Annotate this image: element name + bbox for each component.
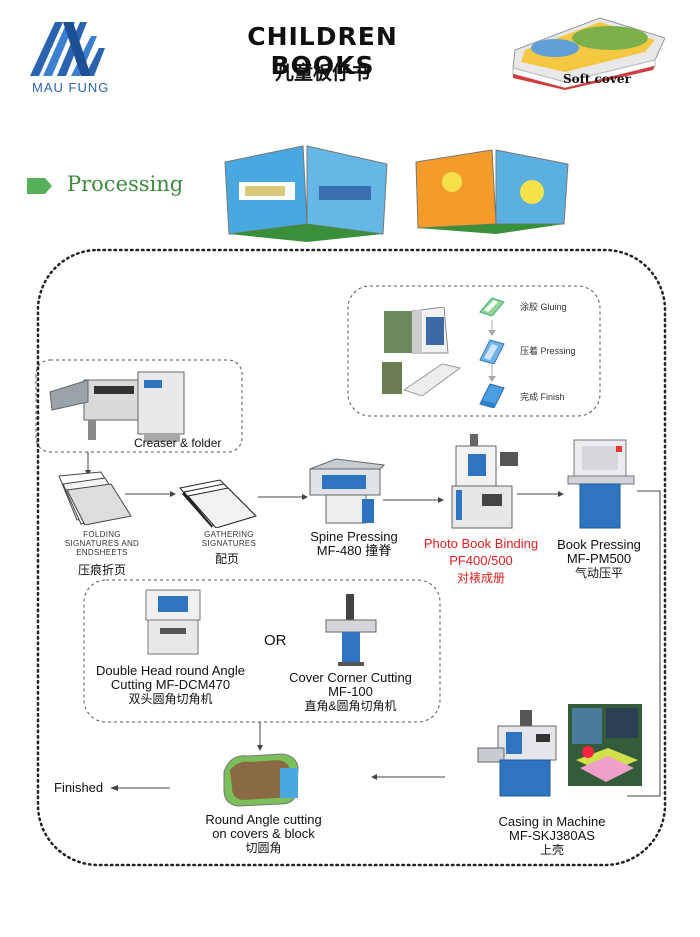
binding-model: PF400/500	[449, 553, 513, 568]
step-finish-icon	[478, 382, 506, 408]
cover-corner-model: MF-100	[328, 684, 373, 699]
page-title: CHILDREN BOOKS	[247, 22, 398, 80]
step-finish-label: 完成 Finish	[520, 392, 565, 402]
arrow-tag-icon	[27, 178, 52, 194]
creaser-folder-label: Creaser & folder	[134, 436, 222, 450]
spine-pressing-label: Spine Pressing MF-480 撞脊	[300, 530, 408, 558]
double-head-cutting-machine	[140, 588, 206, 656]
step-pressing-label: 压着 Pressing	[520, 346, 576, 356]
round-angle-name: Round Angle cutting	[205, 812, 322, 827]
book-pressing-label: Book Pressing MF-PM500 气动压平	[545, 537, 653, 581]
book-pressing-name: Book Pressing	[557, 537, 641, 552]
step-gluing-label: 涂胶 Gluing	[520, 302, 567, 312]
gathering-cn: 配页	[215, 552, 240, 566]
binding-name: Photo Book Binding	[423, 536, 539, 551]
soft-cover-label: Soft cover	[563, 72, 631, 86]
binding-photo-board	[382, 360, 462, 396]
binding-steps: 涂胶 Gluing 压着 Pressing 完成 Finish	[478, 292, 598, 412]
book-pressing-machine	[566, 438, 636, 530]
cover-corner-cutting-machine	[318, 592, 384, 666]
rounded-book-photo	[220, 750, 302, 808]
gathering-signatures-illustration	[178, 478, 260, 528]
round-angle-cn: 切圆角	[245, 841, 282, 855]
casing-name: Casing in Machine	[498, 814, 606, 829]
casing-cn: 上壳	[539, 843, 564, 857]
double-head-cn: 双头圆角切角机	[128, 692, 213, 706]
page-subtitle-cn: 儿童板仔书	[274, 63, 370, 84]
cover-corner-label: Cover Corner Cutting MF-100 直角&圆角切角机	[283, 670, 418, 714]
book-pressing-model: MF-PM500	[566, 551, 632, 566]
step-pressing-icon	[478, 338, 506, 364]
spine-pressing-model: MF-480	[316, 543, 362, 558]
double-head-model: Cutting MF-DCM470	[110, 677, 231, 692]
gathering-caption: GATHERING SIGNATURES	[201, 530, 257, 548]
cover-corner-cn: 直角&圆角切角机	[304, 699, 397, 713]
book-pressing-cn: 气动压平	[574, 566, 623, 580]
board-book-photo-1	[215, 142, 395, 242]
round-angle-label: Round Angle cutting on covers & block 切圆…	[196, 812, 331, 856]
spine-pressing-machine	[306, 455, 388, 527]
double-head-label: Double Head round Angle Cutting MF-DCM47…	[88, 663, 253, 707]
folding-cn: 压痕折页	[78, 563, 127, 577]
round-angle-line2: on covers & block	[212, 826, 315, 841]
folding-signatures-illustration	[55, 470, 135, 525]
photo-book-binding-machine	[442, 432, 528, 532]
casing-in-machine	[476, 706, 568, 798]
cover-corner-name: Cover Corner Cutting	[289, 670, 412, 685]
brand-logo: MAU FUNG	[25, 14, 115, 96]
binding-photo-album	[382, 307, 462, 357]
folding-caption: FOLDING SIGNATURES AND ENDSHEETS	[64, 530, 140, 557]
binding-cn: 对裱成册	[456, 571, 505, 585]
double-head-name: Double Head round Angle	[96, 663, 245, 678]
mau-fung-logo-icon	[30, 22, 105, 76]
section-title: Processing	[67, 172, 184, 196]
brand-name: MAU FUNG	[32, 80, 110, 95]
finished-label: Finished	[54, 780, 104, 795]
casing-label: Casing in Machine MF-SKJ380AS 上壳	[482, 814, 622, 858]
soft-cover-photo: Soft cover	[505, 10, 665, 90]
or-label: OR	[264, 632, 287, 649]
photo-book-binding-label: Photo Book Binding PF400/500 对裱成册	[418, 536, 544, 586]
spine-pressing-cn: 撞脊	[365, 543, 392, 558]
casing-model: MF-SKJ380AS	[509, 828, 595, 843]
board-book-photo-2	[412, 148, 572, 234]
casing-product-photo	[568, 704, 642, 786]
spine-pressing-name: Spine Pressing	[310, 529, 398, 544]
creaser-folder-machine	[48, 366, 188, 446]
step-gluing-icon	[478, 296, 506, 316]
